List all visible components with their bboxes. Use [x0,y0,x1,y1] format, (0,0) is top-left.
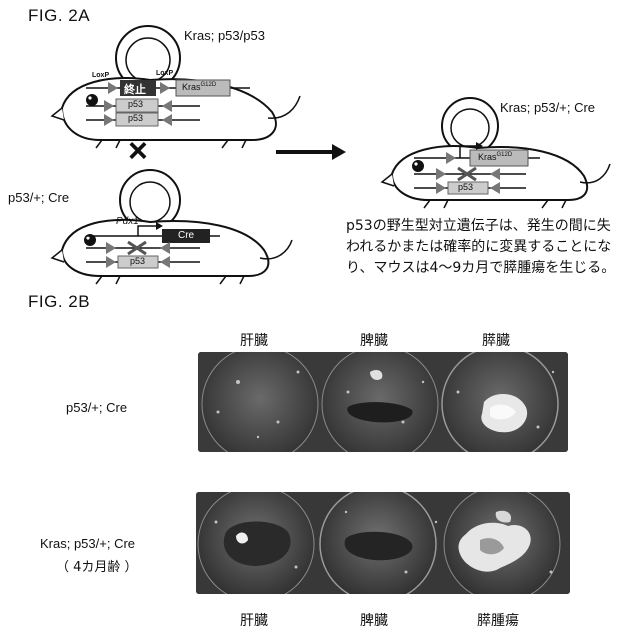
control-tissue-image [198,352,568,452]
row-2-age-label: （ 4カ月齢 ） [56,556,138,575]
mouse-3-p53-label: p53 [458,182,473,192]
row-1-genotype-label: p53/+; Cre [66,400,127,415]
mouse-3-kras-label: KrasG12D [478,152,512,162]
mouse-3-kras-mutation-label: G12D [497,152,513,158]
mouse-3-kras-name: Kras [478,152,497,162]
row-2-genotype-label: Kras; p53/+; Cre [40,536,135,551]
bottom-organ-label-spleen: 脾臓 [314,610,434,630]
bottom-organ-label-liver: 肝臓 [194,610,314,630]
top-organ-label-spleen: 脾臓 [314,330,434,350]
fig-2b-title: FIG. 2B [28,292,90,312]
top-organ-label-pancreas: 膵臓 [436,330,556,350]
tumor-tissue-image [196,492,570,594]
figure-description: p53の野生型対立遺伝子は、発生の間に失われるかまたは確率的に変異することになり… [346,216,616,279]
control-tissue-photo [198,352,568,452]
top-organ-label-liver: 肝臓 [194,330,314,350]
bottom-organ-label-pancreatic-tumor: 膵腫瘍 [438,610,558,630]
tumor-tissue-photo [196,492,570,594]
mouse-3-genotype-label: Kras; p53/+; Cre [500,100,595,115]
